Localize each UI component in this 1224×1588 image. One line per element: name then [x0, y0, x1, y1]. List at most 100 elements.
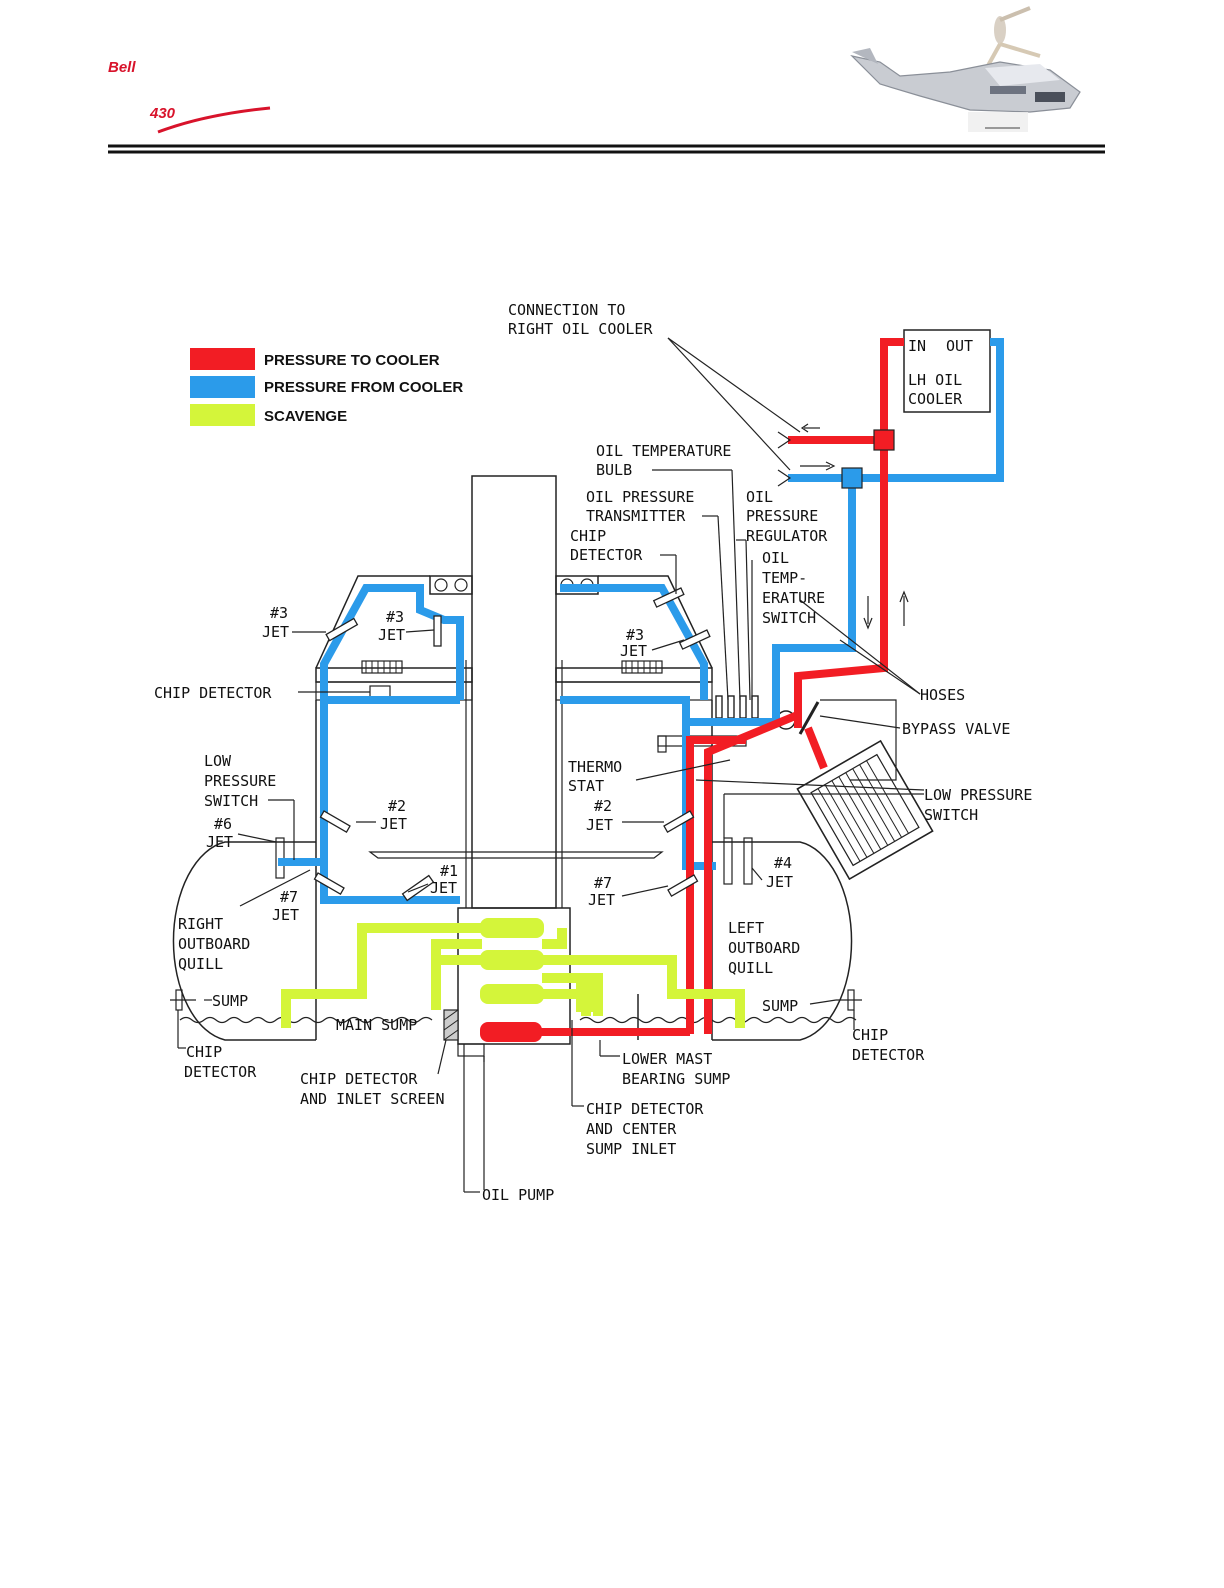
label-jet4-num: #4: [774, 854, 792, 872]
label-chip-top: CHIP: [570, 527, 606, 545]
header: Bell 430: [108, 6, 1105, 154]
label-thermo: THERMO: [568, 758, 622, 776]
jet-7-left: [313, 872, 345, 895]
label-right-oil-cooler: RIGHT OIL COOLER: [508, 320, 653, 338]
label-cooler-in: IN: [908, 337, 926, 355]
label-jet2-right: JET: [586, 816, 613, 834]
label-temp-switch-erature: ERATURE: [762, 589, 825, 607]
oil-pressure-regulator-icon: [841, 467, 863, 489]
legend-swatch-scavenge: [190, 404, 255, 426]
label-oil-temperature: OIL TEMPERATURE: [596, 442, 731, 460]
jet-2-right: [663, 810, 695, 833]
label-left-quill-outboard: OUTBOARD: [728, 939, 800, 957]
label-jet7-right-num: #7: [594, 874, 612, 892]
pressure-to-cooler-lines: [686, 338, 904, 1034]
label-temp-switch-temp: TEMP-: [762, 569, 807, 587]
logo-brand-text: Bell: [108, 59, 136, 76]
label-and-center: AND CENTER: [586, 1120, 677, 1138]
callout-labels: CONNECTION TO RIGHT OIL COOLER IN OUT LH…: [154, 301, 1032, 1204]
label-jet6-num: #6: [214, 815, 232, 833]
legend-label-pressure-to-cooler: PRESSURE TO COOLER: [264, 352, 440, 369]
label-cooler: COOLER: [908, 390, 963, 408]
legend: PRESSURE TO COOLER PRESSURE FROM COOLER …: [190, 348, 463, 426]
label-right-quill-right: RIGHT: [178, 915, 223, 933]
label-regulator-pressure: PRESSURE: [746, 507, 818, 525]
label-right-quill-quill: QUILL: [178, 955, 223, 973]
jet-2-left: [319, 810, 351, 833]
label-lh-oil: LH OIL: [908, 371, 962, 389]
legend-label-scavenge: SCAVENGE: [264, 408, 347, 425]
label-oil-pump: OIL PUMP: [482, 1186, 554, 1204]
label-jet7-left-num: #7: [280, 888, 298, 906]
label-jet2-right-num: #2: [594, 797, 612, 815]
legend-swatch-pressure-to-cooler: [190, 348, 255, 370]
logo-model-text: 430: [149, 105, 176, 122]
label-bulb: BULB: [596, 461, 632, 479]
label-chip-detector-inlet: CHIP DETECTOR: [300, 1070, 418, 1088]
label-bearing-sump: BEARING SUMP: [622, 1070, 730, 1088]
legend-swatch-pressure-from-cooler: [190, 376, 255, 398]
label-jet7-left: JET: [272, 906, 299, 924]
legend-label-pressure-from-cooler: PRESSURE FROM COOLER: [264, 379, 463, 396]
label-detector-br: DETECTOR: [852, 1046, 925, 1064]
center-sump-inlet: [576, 980, 596, 1012]
label-chip-detector-left: CHIP DETECTOR: [154, 684, 272, 702]
top-bearing-left: [429, 575, 473, 595]
label-sump-inlet: SUMP INLET: [586, 1140, 676, 1158]
oil-temperature-bulb-icon: [873, 429, 895, 451]
label-regulator-oil: OIL: [746, 488, 773, 506]
label-right-quill-outboard: OUTBOARD: [178, 935, 250, 953]
label-jet2-left: JET: [380, 815, 407, 833]
jet-3-right: [678, 629, 711, 650]
right-outboard-quill: [172, 841, 316, 1041]
label-detector-bl: DETECTOR: [184, 1063, 257, 1081]
label-detector-top: DETECTOR: [570, 546, 643, 564]
scavenge-pump-element-2: [480, 950, 544, 970]
label-jet3-right: JET: [620, 642, 647, 660]
label-lower-mast: LOWER MAST: [622, 1050, 712, 1068]
label-chip-br: CHIP: [852, 1026, 888, 1044]
label-temp-switch: SWITCH: [762, 609, 816, 627]
mast: [471, 475, 557, 909]
flow-arrows: [777, 423, 909, 630]
scavenge-pump-element-1: [480, 918, 544, 938]
jet-3-mid: [433, 615, 442, 647]
oil-jets: [313, 587, 711, 902]
label-jet3-right-num: #3: [626, 626, 644, 644]
label-jet3-mid: JET: [378, 626, 405, 644]
label-hoses: HOSES: [920, 686, 965, 704]
label-jet7-right: JET: [588, 891, 615, 909]
label-sump-right: SUMP: [762, 997, 798, 1015]
left-outboard-quill: [712, 841, 853, 1041]
label-bypass-valve: BYPASS VALVE: [902, 720, 1010, 738]
label-temp-switch-oil: OIL: [762, 549, 789, 567]
label-jet6: JET: [206, 833, 233, 851]
label-jet3-mid-num: #3: [386, 608, 404, 626]
label-low-pressure-switch: SWITCH: [204, 792, 258, 810]
chip-detector-left-element: [369, 685, 391, 698]
leader-lines: [177, 337, 925, 1193]
helicopter-photo-icon: [850, 6, 1081, 132]
label-low-pressure-low: LOW: [204, 752, 232, 770]
label-regulator: REGULATOR: [746, 527, 828, 545]
label-transmitter: TRANSMITTER: [586, 507, 686, 525]
label-main-sump: MAIN SUMP: [336, 1016, 417, 1034]
scavenge-pump-element-3: [480, 984, 544, 1004]
label-connection-to: CONNECTION TO: [508, 301, 625, 319]
label-chip-bl: CHIP: [186, 1043, 222, 1061]
scavenge-lines: [281, 923, 745, 1028]
label-low-pressure-pressure: PRESSURE: [204, 772, 276, 790]
label-jet3-left: JET: [262, 623, 289, 641]
label-jet2-left-num: #2: [388, 797, 406, 815]
label-low-pressure-right: LOW PRESSURE: [924, 786, 1032, 804]
lh-oil-cooler: [903, 329, 991, 413]
label-left-quill-quill: QUILL: [728, 959, 773, 977]
label-jet1: JET: [430, 879, 457, 897]
label-sump-left: SUMP: [212, 992, 248, 1010]
label-cooler-out: OUT: [946, 337, 973, 355]
label-and-inlet-screen: AND INLET SCREEN: [300, 1090, 445, 1108]
label-left-quill-left: LEFT: [728, 919, 764, 937]
label-oil-pressure: OIL PRESSURE: [586, 488, 694, 506]
